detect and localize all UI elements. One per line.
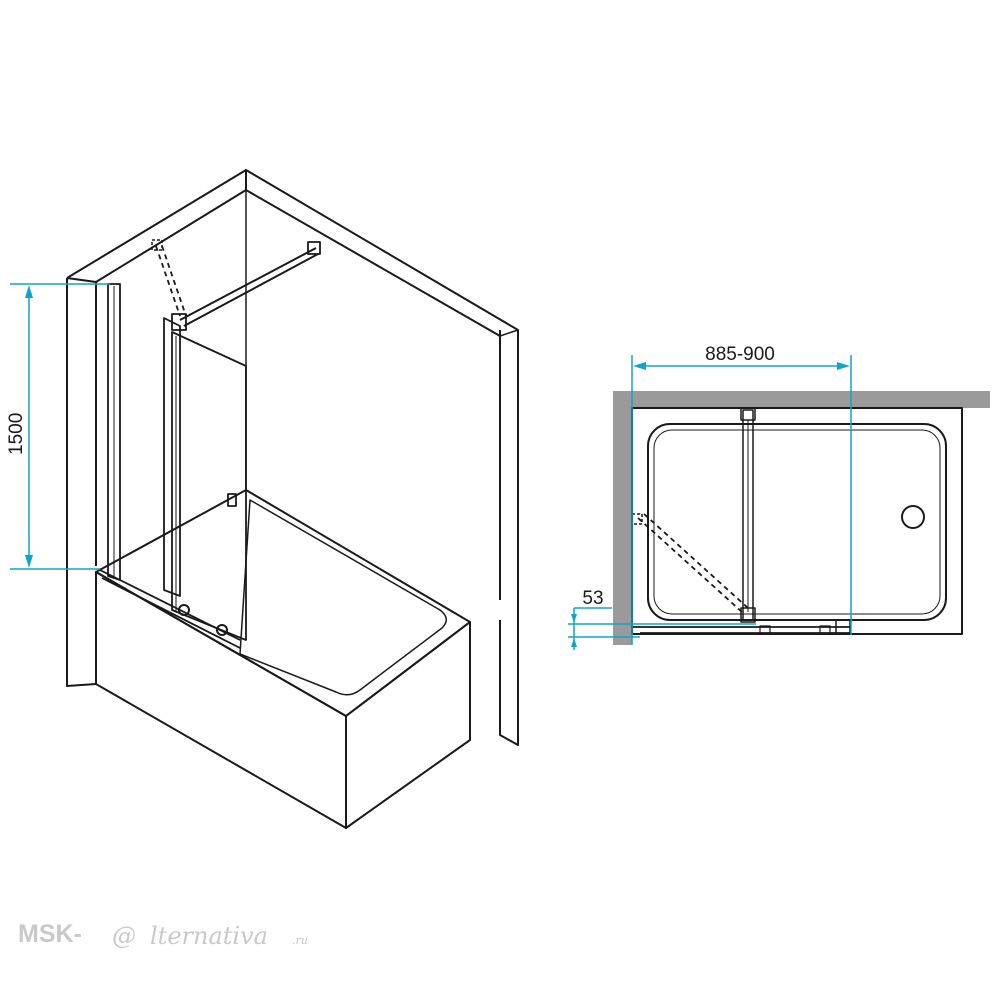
height-dimension xyxy=(10,283,110,570)
plan-bathtub-basin-inner xyxy=(653,429,941,615)
stabilizer-alt-position xyxy=(155,245,181,317)
wall-inner-edge xyxy=(95,170,501,337)
glass-door-panel-1 xyxy=(163,317,181,597)
wall-depth-edge xyxy=(499,329,519,337)
stabilizer-bar xyxy=(179,247,319,327)
logo-prefix: MSK- xyxy=(18,920,82,948)
height-arrow-top xyxy=(25,285,33,298)
stabilizer-alt-mount xyxy=(151,239,163,251)
logo-at-glyph: @ xyxy=(112,922,136,950)
plan-stabilizer-alt-2 xyxy=(643,513,749,609)
stabilizer-wall-mount xyxy=(307,241,321,255)
plan-bathtub-outline xyxy=(631,407,963,635)
height-arrow-bottom xyxy=(25,555,33,568)
wall-outline xyxy=(66,169,519,746)
plan-stabilizer-alt-mount xyxy=(631,513,643,525)
door-roller-2 xyxy=(216,624,228,636)
offset-arrow-top xyxy=(571,614,577,623)
plan-roller-2 xyxy=(819,625,831,635)
plan-glass-end-clip xyxy=(835,619,851,635)
offset-label: 53 xyxy=(582,588,603,609)
plan-stabilizer-mount-bottom xyxy=(740,607,756,623)
offset-arrow-bottom xyxy=(571,638,577,647)
door-roller-1 xyxy=(178,604,190,616)
logo-domain: .ru xyxy=(292,934,308,947)
plan-stabilizer-bar xyxy=(742,409,754,621)
width-arrow-left xyxy=(633,362,646,370)
logo-suffix: lternativa xyxy=(150,922,268,950)
stabilizer-glass-clamp xyxy=(171,313,187,331)
plan-view xyxy=(613,391,990,645)
plan-drain xyxy=(901,505,925,529)
width-dimension xyxy=(631,355,852,645)
plan-stabilizer-mount-top xyxy=(740,407,756,421)
bottom-rail xyxy=(99,569,241,649)
height-label: 1500 xyxy=(6,413,27,455)
width-label: 885-900 xyxy=(705,344,775,365)
bathtub-front-face xyxy=(95,571,347,829)
width-arrow-right xyxy=(837,362,850,370)
glass-door-panel-2 xyxy=(171,331,247,641)
isometric-view xyxy=(66,169,519,829)
offset-dimension xyxy=(568,607,756,650)
bathtub-inner-basin xyxy=(239,499,447,696)
plan-wall xyxy=(613,391,990,645)
bathtub-top-rim xyxy=(95,489,471,717)
door-handle xyxy=(227,493,237,507)
stabilizer-alt-position-2 xyxy=(161,245,187,317)
plan-roller-1 xyxy=(759,625,771,635)
brand-logo: MSK- @ lternativa .ru xyxy=(18,920,308,950)
plan-bathtub-basin xyxy=(647,423,947,621)
